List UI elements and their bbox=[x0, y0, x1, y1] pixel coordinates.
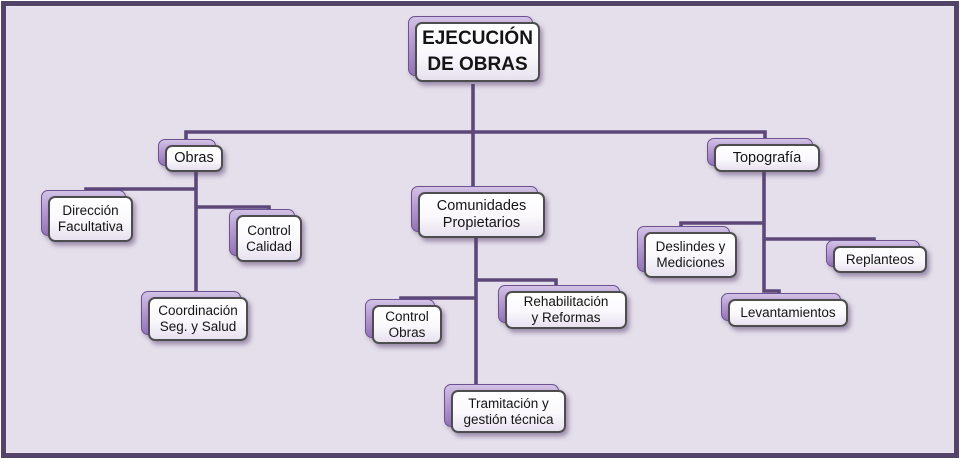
node-box: Topografía bbox=[714, 144, 820, 172]
node-control-obras: Control Obras bbox=[365, 299, 442, 344]
node-label: EJECUCIÓN DE OBRAS bbox=[422, 28, 533, 75]
node-deslindes-mediciones: Deslindes y Mediciones bbox=[637, 226, 737, 278]
node-label: Tramitación y gestión técnica bbox=[463, 395, 554, 427]
node-label: Deslindes y Mediciones bbox=[655, 239, 726, 270]
node-box: Levantamientos bbox=[728, 299, 848, 327]
node-label: Levantamientos bbox=[740, 305, 836, 321]
connector-main-horizontal bbox=[184, 130, 767, 143]
node-topografia: Topografía bbox=[707, 138, 820, 172]
node-obras: Obras bbox=[158, 139, 223, 172]
node-box: Control Calidad bbox=[236, 215, 302, 262]
node-levantamientos: Levantamientos bbox=[721, 293, 848, 327]
node-box: Comunidades Propietarios bbox=[418, 192, 545, 238]
node-label: Control Obras bbox=[385, 308, 429, 340]
node-box: Tramitación y gestión técnica bbox=[451, 390, 566, 433]
node-label: Coordinación Seg. y Salud bbox=[158, 303, 238, 334]
node-label: Topografía bbox=[732, 149, 802, 166]
connector-topografia-trunk bbox=[762, 170, 781, 297]
node-label: Dirección Facultativa bbox=[57, 203, 124, 234]
node-rehabilitacion-reformas: Rehabilitación y Reformas bbox=[498, 285, 627, 329]
node-coordinacion-seg-salud: Coordinación Seg. y Salud bbox=[141, 291, 248, 341]
node-ejecucion-de-obras: EJECUCIÓN DE OBRAS bbox=[408, 16, 540, 82]
node-label: Control Calidad bbox=[246, 222, 292, 254]
node-label: Rehabilitación y Reformas bbox=[523, 294, 609, 325]
node-tramitacion-gestion-tecnica: Tramitación y gestión técnica bbox=[444, 384, 566, 433]
node-box: Rehabilitación y Reformas bbox=[505, 291, 627, 329]
node-box: Deslindes y Mediciones bbox=[644, 232, 737, 278]
node-comunidades-propietarios: Comunidades Propietarios bbox=[411, 186, 545, 238]
node-box: Coordinación Seg. y Salud bbox=[148, 297, 248, 341]
node-box: Dirección Facultativa bbox=[48, 196, 133, 242]
node-box: Obras bbox=[165, 145, 223, 172]
node-control-calidad: Control Calidad bbox=[229, 209, 302, 262]
node-replanteos: Replanteos bbox=[826, 240, 927, 273]
node-label: Obras bbox=[174, 150, 214, 167]
node-box: Control Obras bbox=[372, 305, 442, 344]
node-label: Replanteos bbox=[845, 251, 915, 267]
node-box: Replanteos bbox=[833, 246, 927, 273]
node-box: EJECUCIÓN DE OBRAS bbox=[415, 22, 540, 82]
node-label: Comunidades Propietarios bbox=[436, 198, 527, 231]
node-direccion-facultativa: Dirección Facultativa bbox=[41, 190, 133, 242]
